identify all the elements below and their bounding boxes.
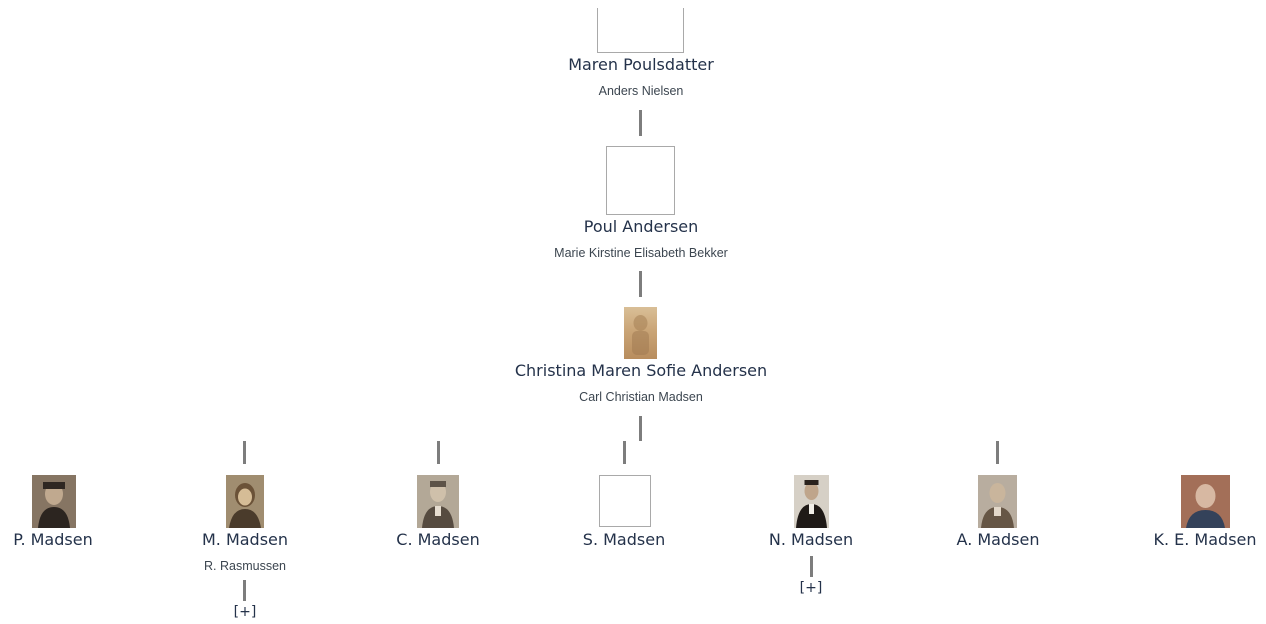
portrait-image: [32, 475, 76, 528]
spouse-marie-bekker[interactable]: Marie Kirstine Elisabeth Bekker: [554, 246, 728, 260]
child-name[interactable]: C. Madsen: [396, 530, 480, 549]
person-photo-placeholder[interactable]: [599, 475, 651, 527]
person-poul-andersen[interactable]: Poul Andersen: [583, 217, 699, 236]
connector-line: [639, 271, 642, 297]
connector-line: [996, 441, 999, 464]
portrait-image: [1181, 475, 1230, 528]
connector-line: [810, 556, 813, 577]
connector-line: [243, 441, 246, 464]
person-photo[interactable]: [226, 475, 264, 528]
connector-line: [623, 441, 626, 464]
connector-line: [437, 441, 440, 464]
person-christina-andersen[interactable]: Christina Maren Sofie Andersen: [514, 361, 768, 380]
connector-line: [639, 110, 642, 136]
spouse-anders-nielsen[interactable]: Anders Nielsen: [598, 84, 684, 98]
person-photo[interactable]: [794, 475, 829, 528]
child-name[interactable]: S. Madsen: [582, 530, 666, 549]
expand-descendants-button[interactable]: [+]: [233, 604, 257, 620]
person-photo[interactable]: [1181, 475, 1230, 528]
child-name[interactable]: P. Madsen: [13, 530, 93, 549]
portrait-image: [417, 475, 459, 528]
person-photo[interactable]: [624, 307, 657, 359]
connector-line: [243, 580, 246, 601]
child-name[interactable]: N. Madsen: [768, 530, 854, 549]
person-photo[interactable]: [978, 475, 1017, 528]
person-photo[interactable]: [417, 475, 459, 528]
person-maren-poulsdatter[interactable]: Maren Poulsdatter: [568, 55, 714, 74]
person-photo-placeholder[interactable]: [606, 146, 675, 215]
portrait-image: [978, 475, 1017, 528]
portrait-image: [226, 475, 264, 528]
child-spouse[interactable]: R. Rasmussen: [204, 559, 286, 573]
child-name[interactable]: M. Madsen: [201, 530, 289, 549]
connector-line: [639, 416, 642, 441]
expand-descendants-button[interactable]: [+]: [799, 580, 823, 596]
child-name[interactable]: A. Madsen: [956, 530, 1040, 549]
spouse-carl-christian-madsen[interactable]: Carl Christian Madsen: [579, 390, 703, 404]
portrait-image: [632, 315, 649, 355]
person-photo[interactable]: [32, 475, 76, 528]
parent-bracket: [597, 8, 684, 53]
child-name[interactable]: K. E. Madsen: [1153, 530, 1257, 549]
portrait-image: [794, 475, 829, 528]
